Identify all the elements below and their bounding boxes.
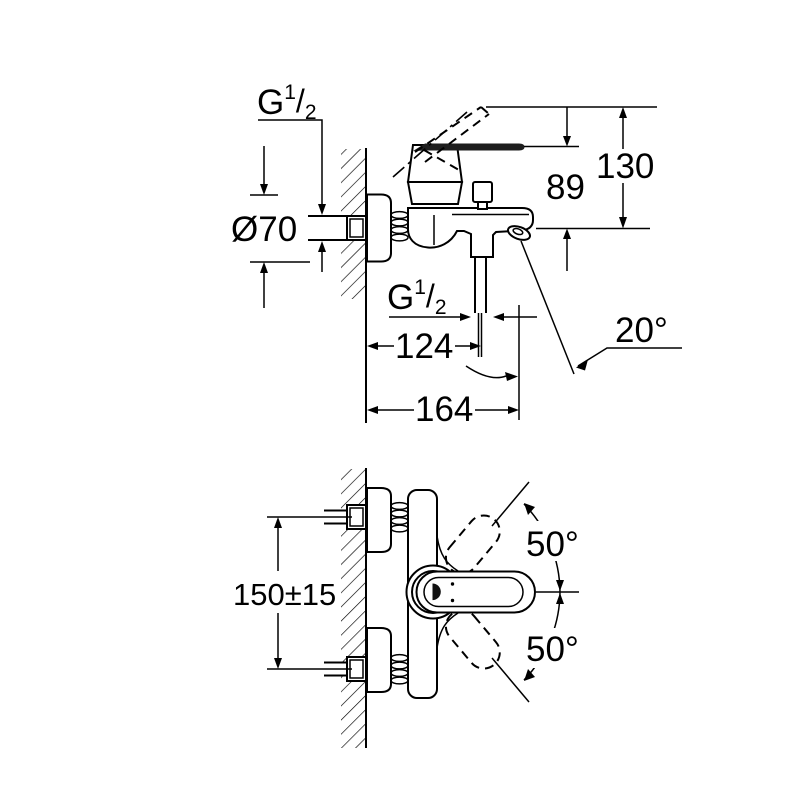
lever-height-label: 89: [546, 168, 585, 207]
lever-down-position: [444, 609, 501, 670]
cartridge-ring: [406, 181, 464, 205]
diverter-knob: [472, 181, 493, 203]
escutcheon-diameter-label: Ø70: [231, 210, 297, 249]
body-wing-lower: [436, 612, 459, 649]
dim-depths: 124 164: [367, 305, 520, 429]
union-nut-inner: [349, 218, 364, 238]
side-view: G1/2 Ø70 89 130: [231, 81, 682, 429]
swing-centerline: [392, 111, 468, 178]
lever-swing-up-label: 50°: [526, 525, 579, 564]
lower-connection: [324, 627, 409, 693]
dim-spout-angle: 20°: [465, 240, 682, 381]
dim-shower-thread: G1/2: [387, 276, 537, 321]
escutcheon: [366, 193, 392, 263]
swing-down-extension: [491, 657, 530, 703]
supply-stub-fill: [308, 216, 347, 240]
body-wing-upper: [436, 535, 459, 572]
dim-lever-swing: 50° 50°: [491, 481, 582, 703]
total-depth-label: 164: [415, 390, 473, 429]
lever-dot-top: [450, 582, 455, 586]
lever-handle-front: [415, 570, 536, 614]
lower-thread: [390, 653, 409, 685]
faucet-body: [406, 207, 534, 258]
dim-connection-spacing: 150±15: [233, 516, 352, 670]
front-view: 150±15 50° 50°: [233, 468, 582, 748]
upper-connection: [324, 487, 409, 553]
spout-axis-line: [520, 240, 575, 375]
shower-outlet-pipe: [474, 257, 487, 357]
lever-inner-outline: [423, 576, 524, 608]
lower-escutcheon: [366, 627, 392, 693]
dim-wall-thread: G1/2: [257, 81, 326, 272]
dim-escutcheon-diameter: Ø70: [231, 146, 310, 308]
spout-angle-label: 20°: [615, 311, 668, 350]
lever-dot-bottom: [450, 598, 455, 603]
dim-heights: 89 130: [486, 106, 657, 271]
s-union-thread: [390, 210, 409, 242]
outlet-depth-label: 124: [395, 327, 453, 366]
connection-spacing-label: 150±15: [233, 577, 336, 612]
wall-thread-label: G1/2: [257, 81, 317, 124]
temp-indicator-mark: [432, 583, 441, 601]
upper-escutcheon: [366, 487, 392, 553]
lever-up-position: [444, 514, 501, 575]
lever-swing-down-label: 50°: [526, 630, 579, 669]
swing-up-extension: [491, 481, 530, 527]
lever-raised-position: [392, 106, 490, 178]
total-height-label: 130: [596, 147, 654, 186]
shower-thread-label: G1/2: [387, 276, 447, 319]
aerator: [507, 225, 531, 241]
upper-thread: [390, 501, 409, 533]
